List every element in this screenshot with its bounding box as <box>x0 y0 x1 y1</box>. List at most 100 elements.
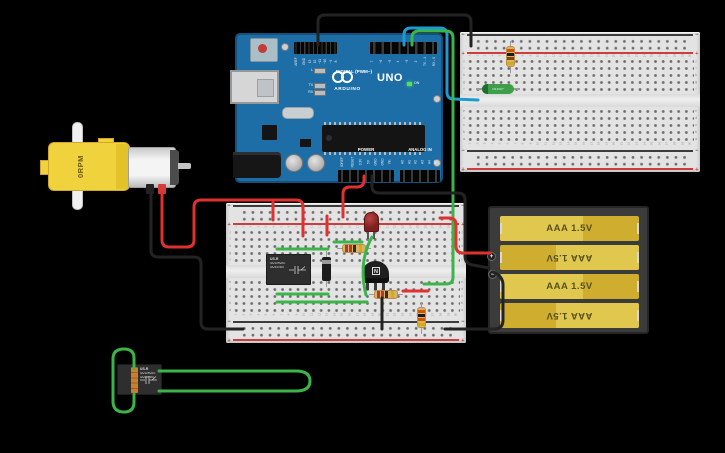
battery-cell[interactable]: AAA 1.5V <box>500 216 639 241</box>
power-rail[interactable]: −−++ <box>461 148 699 173</box>
rail-plus-marker: + <box>461 167 465 173</box>
wire-motor-red-to-mid-breadboard[interactable] <box>160 190 305 249</box>
power-on-label: ON <box>414 81 420 85</box>
motor-shaft <box>178 163 191 169</box>
led-l-label: L <box>311 68 313 72</box>
relay-spdt-1[interactable]: US-R 3A/125VAC 3A/24VDC <box>266 254 311 285</box>
power-on-led <box>407 82 412 86</box>
transistor-leg <box>374 283 377 290</box>
crystal-oscillator <box>282 107 314 119</box>
reset-button-cap-icon <box>258 44 267 53</box>
breadboard-middle[interactable]: −−++123456789101112131415161718192021222… <box>226 203 466 344</box>
battery-cell-shade <box>555 245 639 270</box>
wire-green-curve-led-to-base[interactable] <box>361 235 374 297</box>
atmega-microcontroller-chip <box>322 122 425 155</box>
npn-transistor[interactable]: N <box>362 261 389 290</box>
battery-cell-shade <box>500 274 584 299</box>
rail-plus-marker: + <box>695 167 699 173</box>
analog-header[interactable] <box>400 170 440 182</box>
diode-body <box>322 257 331 281</box>
reset-button[interactable] <box>250 38 278 62</box>
transistor-body <box>362 261 389 283</box>
mounting-hole <box>433 95 441 103</box>
column-numbers: 1234567891011121314151617181920212223242… <box>233 224 458 228</box>
resistor-2[interactable] <box>369 290 403 299</box>
relay-spdt-2[interactable]: US-R 3A/125VAC 3A/24VDC <box>117 364 162 395</box>
wire-arduino-5v-to-mid-rail[interactable] <box>341 174 366 219</box>
battery-positive-terminal[interactable]: + <box>487 252 496 261</box>
power-header[interactable] <box>338 170 394 182</box>
rail-positive-line <box>467 52 693 54</box>
relay-pin-strip[interactable] <box>131 367 138 393</box>
rail-positive-line <box>233 339 459 341</box>
diode-label: 1N4007 <box>492 87 504 91</box>
power-rail[interactable]: −−++ <box>462 32 699 57</box>
relay-markings: US-R 3A/125VAC 3A/24VDC <box>270 257 286 270</box>
rail-holes[interactable] <box>240 324 452 338</box>
led-l <box>314 68 326 74</box>
relay-markings: US-R 3A/125VAC 3A/24VDC <box>140 367 156 380</box>
battery-cell[interactable]: AAA 1.5V <box>500 245 639 270</box>
red-led[interactable] <box>364 212 379 239</box>
battery-cell[interactable]: AAA 1.5V <box>500 303 639 328</box>
motor-rpm-label: 0RPM <box>76 155 85 179</box>
wire-arduino-gnd-to-battery-minus[interactable] <box>370 174 491 270</box>
resistor-4[interactable] <box>506 41 515 73</box>
wire-motor-black-to-mid-rail[interactable] <box>149 190 245 331</box>
digital-header-right[interactable] <box>370 42 437 54</box>
wire-arduino-gnd-to-right-rail[interactable] <box>316 13 473 48</box>
terminal-strip-bottom[interactable] <box>466 108 694 143</box>
diode-black[interactable] <box>321 251 332 287</box>
transistor-leg <box>382 283 385 290</box>
rail-plus-marker: + <box>461 338 465 344</box>
rail-minus-marker: − <box>227 203 231 209</box>
resistor-3[interactable] <box>417 302 426 334</box>
motor-terminal-positive[interactable] <box>158 184 166 194</box>
diode-cathode-stripe <box>322 260 331 264</box>
wire-arduino-pin2-to-mid-breadboard[interactable] <box>410 29 455 286</box>
diode-green[interactable]: 1N4007 <box>476 80 520 98</box>
rail-minus-marker: − <box>227 319 231 325</box>
breadboard-right[interactable]: −−++123456789101112131415161718192021222… <box>460 32 700 173</box>
digital-header-left[interactable] <box>294 42 337 54</box>
rail-holes[interactable] <box>240 208 452 222</box>
column-numbers: 1234567891011121314151617181920212223242… <box>467 53 692 57</box>
battery-cell-shade <box>555 303 639 328</box>
battery-cells: AAA 1.5V AAA 1.5V AAA 1.5V AAA 1.5V <box>500 212 639 330</box>
motor-end-cap <box>170 150 179 185</box>
mounting-hole <box>281 43 289 51</box>
rail-negative-line <box>233 205 459 207</box>
rail-holes[interactable] <box>474 153 686 167</box>
power-rail[interactable]: −−++ <box>227 319 465 344</box>
wire-battery-plus-to-mid-rail[interactable] <box>438 216 492 255</box>
rail-minus-marker: − <box>695 32 699 38</box>
voltage-regulator-chip <box>262 125 277 140</box>
wire-battery-minus-to-mid-rail[interactable] <box>443 270 505 331</box>
led-cathode-leg <box>373 232 375 239</box>
rail-minus-marker: − <box>695 148 699 154</box>
analog-section-label: ANALOG IN <box>408 147 432 152</box>
rail-plus-marker: + <box>227 338 231 344</box>
power-rail[interactable]: −−++ <box>227 203 465 228</box>
rail-holes[interactable] <box>474 37 686 51</box>
hobby-gearmotor[interactable]: 0RPM <box>38 120 193 215</box>
led-tx-label: TX <box>308 83 313 87</box>
battery-cell[interactable]: AAA 1.5V <box>500 274 639 299</box>
rail-positive-line <box>233 223 459 225</box>
wire-relay2-loop-right[interactable] <box>157 369 312 393</box>
led-rx <box>314 89 326 96</box>
motor-terminal-negative[interactable] <box>146 184 154 194</box>
wire-relay2-loop-left[interactable] <box>111 347 136 414</box>
